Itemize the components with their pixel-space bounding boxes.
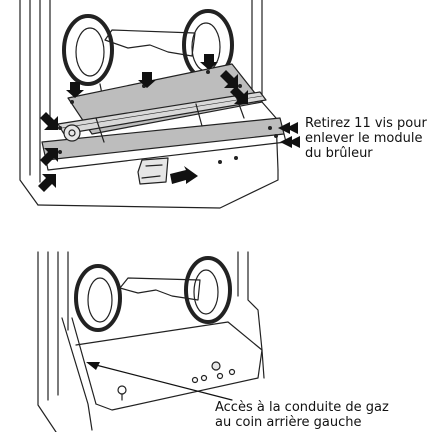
- back-plate: [104, 29, 196, 57]
- screw-arrow-icon: [200, 54, 218, 70]
- gas-line-access-callout: Accès à la conduite de gaz au coin arriè…: [215, 400, 389, 430]
- front-left-post: [61, 317, 97, 431]
- screw-arrow-icon: [170, 166, 198, 184]
- floor-fittings: [117, 361, 236, 401]
- burner-tube: [57, 91, 267, 135]
- remove-screws-callout: Retirez 11 vis pour enlever le module du…: [305, 116, 427, 161]
- top-illustration: [19, 0, 287, 209]
- screw-arrow-icon: [40, 112, 58, 130]
- cabinet-left-wall: [19, 0, 51, 206]
- gas-valve: [137, 156, 238, 185]
- screw-arrow-icon: [220, 70, 238, 88]
- left-ring-2: [74, 264, 122, 332]
- screw-arrow-icon: [278, 122, 298, 134]
- cabinet-bottom: [37, 169, 279, 209]
- screw-arrow-icon: [230, 86, 248, 104]
- pointer-arrow-icon: [86, 362, 233, 401]
- screw-arrow-icon: [280, 136, 300, 148]
- bottom-illustration: [37, 251, 265, 432]
- panel-supports: [95, 95, 245, 143]
- screw-arrow-icon: [38, 174, 56, 192]
- cabinet-right-wall-2: [237, 251, 263, 351]
- screw-arrows: [38, 54, 300, 192]
- cabinet-floor: [75, 321, 263, 411]
- cabinet-right-wall: [251, 0, 279, 171]
- screw-arrow-icon: [138, 72, 156, 88]
- floor-edge: [261, 349, 265, 379]
- right-ring-2: [184, 256, 232, 324]
- left-hub: [63, 124, 81, 142]
- screw-arrow-icon: [40, 148, 58, 166]
- cabinet-left-wall-2: [37, 251, 69, 432]
- screw-arrow-icon: [66, 82, 84, 98]
